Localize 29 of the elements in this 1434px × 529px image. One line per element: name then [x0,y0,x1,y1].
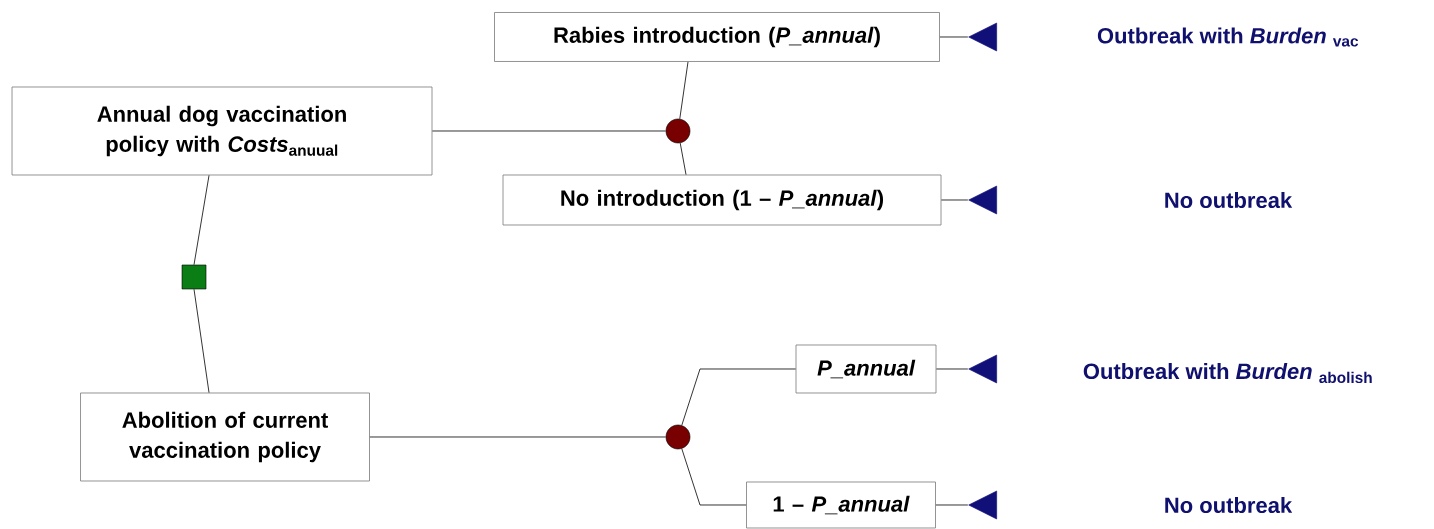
branch-line [679,142,687,175]
branch-line [193,288,210,393]
chance-circle [665,424,691,450]
decision-square [181,264,207,290]
option-box: Annual dog vaccination policy with Costs$_{anuual}$ [11,86,433,176]
branch-line [681,448,747,506]
branch-line [193,175,210,266]
probability-box: P_annual [795,344,937,394]
outcome-label: Outbreak with Burden $_{vac}$ [1097,27,1359,47]
outcome-label: No outbreak [1165,191,1293,209]
option-box: Abolition of current vaccination policy [80,392,370,482]
branch-line [935,504,969,506]
branch-line [681,368,796,426]
probability-box: Rabies introduction (P_annual) [494,12,940,62]
probability-box: No introduction (1 – P_annual) [502,174,942,226]
terminal-triangle [968,22,997,52]
chance-circle [665,118,691,144]
outcome-label: No outbreak [1165,496,1293,514]
branch-line [941,199,969,201]
branch-line [939,36,969,38]
outcome-label: Outbreak with Burden $_{abolish}$ [1083,362,1372,384]
branch-line [432,130,667,132]
probability-box: 1 – P_annual [746,481,936,529]
branch-line [369,436,667,438]
terminal-triangle [968,354,997,384]
terminal-triangle [968,185,997,215]
branch-line [936,368,969,370]
terminal-triangle [968,490,997,520]
branch-line [679,61,689,120]
